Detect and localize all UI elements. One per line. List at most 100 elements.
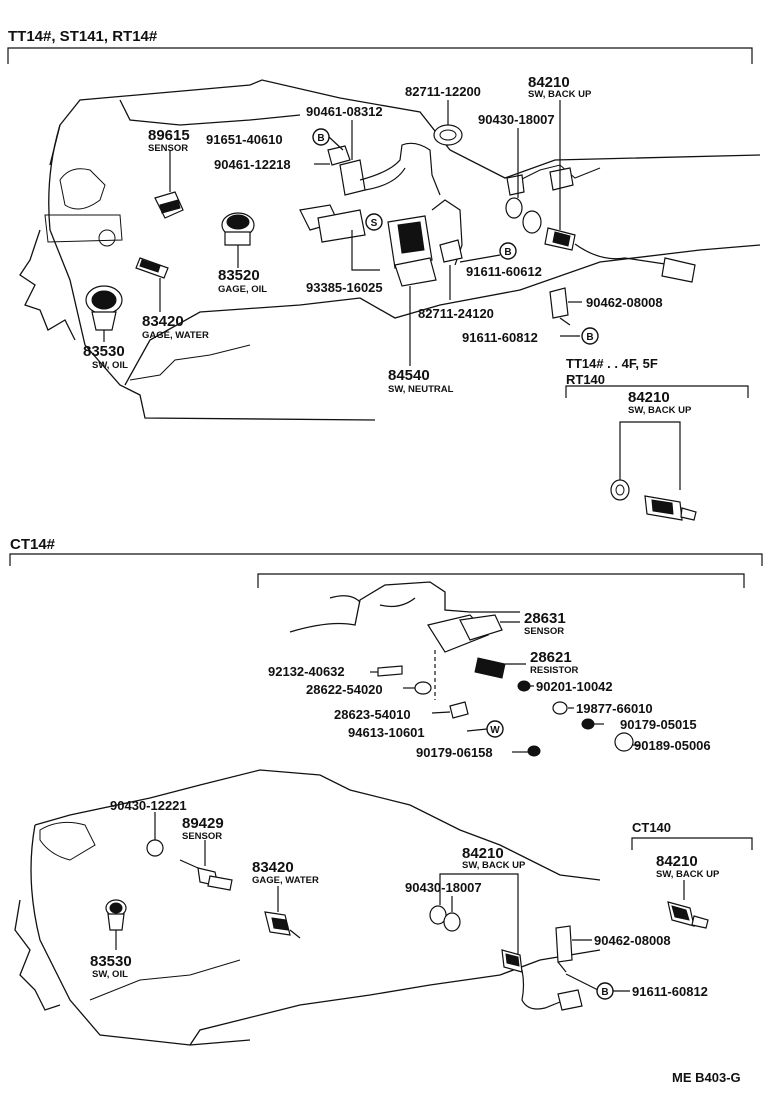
label-83520-name: GAGE, OIL [218,284,267,295]
variant-header-line2: RT140 [566,372,605,387]
sensor-89429-part [179,840,233,891]
bolt-92132-part [377,665,403,677]
label-84210-top-name: SW, BACK UP [528,89,592,100]
label-90189-05006: 90189-05006 [634,738,711,753]
label-82711-12200: 82711-12200 [405,84,481,99]
label-90430-18007-bottom: 90430-18007 [405,880,482,895]
label-89429: 89429 [182,815,224,832]
section-header-top: TT14#, ST141, RT14# [8,28,158,45]
oil-gage-83520-part [221,212,255,268]
label-83530: 83530 [83,343,125,360]
bolt-marker-letter: B [586,332,593,343]
section-bracket-top [7,47,753,64]
label-84540-name: SW, NEUTRAL [388,384,454,395]
bolt-marker-icon [581,327,599,345]
screw-marker-letter: S [371,218,378,229]
label-83420: 83420 [142,313,184,330]
label-84210-variant-name: SW, BACK UP [628,405,692,416]
sensor-group-outline [289,581,520,700]
part-90201-icon [517,680,531,692]
gasket-90430-12221-icon [146,839,164,857]
backup-switch-84210-bottom-part [429,905,583,1011]
label-19877-66010: 19877-66010 [576,701,653,716]
label-28622-54020: 28622-54020 [306,682,383,697]
label-91611-60812-bottom: 91611-60812 [632,984,708,999]
label-90461-12218: 90461-12218 [214,157,291,172]
screw-marker-icon [365,213,383,231]
label-83530-bottom: 83530 [90,953,132,970]
label-83420-bottom-name: GAGE, WATER [252,875,319,886]
label-28623-54010: 28623-54010 [334,707,411,722]
label-89429-name: SENSOR [182,831,222,842]
label-84210-ct140-name: SW, BACK UP [656,869,720,880]
label-84210-top: 84210 [528,74,570,91]
leader-84210-variant [619,421,681,490]
label-84540: 84540 [388,367,430,384]
backup-switch-84210-variant-part [610,479,697,521]
label-83420-name: GAGE, WATER [142,330,209,341]
variant-header-line1: TT14# . . 4F, 5F [566,356,658,371]
clip-90462-08008-part [549,287,571,326]
label-28631-name: SENSOR [524,626,564,637]
section-header-bottom: CT14# [10,536,56,553]
section-bracket-ct140 [631,837,753,850]
label-90179-05015: 90179-05015 [620,717,697,732]
label-91611-60612: 91611-60612 [466,264,542,279]
label-28621-name: RESISTOR [530,665,579,676]
label-90430-12221: 90430-12221 [110,798,187,813]
label-91651-40610: 91651-40610 [206,132,283,147]
leader-91611-60812-bottom [565,973,599,991]
water-gage-83420-part [135,257,169,312]
backup-switch-84210-part [505,167,696,283]
label-91611-60812: 91611-60812 [462,330,538,345]
nut-90179-05015-icon [581,718,595,730]
backup-switch-84210-ct140-part [667,901,709,929]
part-19877-icon [552,701,568,715]
oil-switch-83530-bottom-part [105,899,127,950]
sensor-89615-part [154,150,184,219]
bolt-marker-icon [499,242,517,260]
label-83530-name: SW, OIL [92,360,128,371]
label-28621: 28621 [530,649,572,666]
nut-90179-06158-icon [527,745,541,757]
label-84210-bottom: 84210 [462,845,504,862]
diagram-code: ME B403-G [672,1070,741,1085]
section-bracket-sensor-group [257,573,745,588]
oil-switch-83530-part [85,285,123,342]
engine-outline-bottom [14,769,601,1046]
label-84210-variant: 84210 [628,389,670,406]
label-89615-name: SENSOR [148,143,188,154]
washer-marker-letter: W [490,725,500,736]
label-90462-08008-bottom: 90462-08008 [594,933,671,948]
label-90461-08312: 90461-08312 [306,104,383,119]
clip-90462-08008-bottom-part [555,925,573,973]
label-90430-18007: 90430-18007 [478,112,555,127]
part-28622-icon [414,681,432,695]
label-90179-06158: 90179-06158 [416,745,493,760]
bolt-marker-letter: B [317,133,324,144]
leader-94613 [466,728,488,732]
leader-91611-60612 [459,254,501,263]
part-28623-icon [449,701,469,719]
label-82711-24120: 82711-24120 [418,306,494,321]
label-83520: 83520 [218,267,260,284]
label-83530-bottom-name: SW, OIL [92,969,128,980]
label-28631: 28631 [524,610,566,627]
leader-93385 [351,230,380,271]
bolt-marker-letter: B [504,247,511,258]
label-90201-10042: 90201-10042 [536,679,613,694]
section-header-ct140: CT140 [632,820,671,835]
label-90462-08008: 90462-08008 [586,295,663,310]
bolt-marker-letter: B [601,987,608,998]
label-89615: 89615 [148,127,190,144]
label-84210-bottom-name: SW, BACK UP [462,860,526,871]
engine-outline-top [19,79,761,421]
section-bracket-bottom [9,553,763,566]
label-92132-40632: 92132-40632 [268,664,345,679]
leader-84210-bottom [439,873,519,960]
harness-cluster-part [299,142,463,287]
leader-28623 [431,711,451,714]
label-83420-bottom: 83420 [252,859,294,876]
water-gage-83420-bottom-part [264,886,301,939]
